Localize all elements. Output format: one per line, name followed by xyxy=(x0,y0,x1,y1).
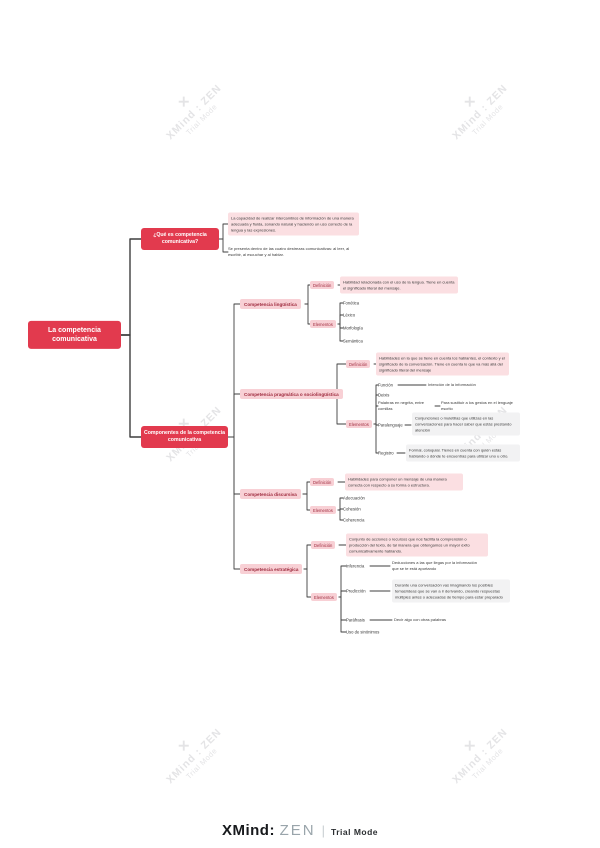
note-prediccion[interactable]: Durante una conversación vas imaginando … xyxy=(392,579,510,603)
label-prag-definicion[interactable]: Definición xyxy=(346,360,371,368)
footer-zen-label: ZEN xyxy=(279,822,316,839)
item-fonetica[interactable]: Fonética xyxy=(343,300,360,306)
topic-root[interactable]: La competencia comunicativa xyxy=(28,320,121,350)
footer-divider: | xyxy=(321,823,325,838)
label-estr-elementos[interactable]: Elementos xyxy=(311,593,337,601)
note-registro[interactable]: Formal, coloquial. Tienes en cuenta con … xyxy=(406,444,520,462)
label-disc-definicion[interactable]: Definición xyxy=(310,478,335,486)
item-cohesion[interactable]: Cohesión xyxy=(343,506,361,512)
note-palabras-negrita[interactable]: Para sustituir a los gestos en el lengua… xyxy=(441,400,513,411)
note-prag-definicion[interactable]: Habilidades en la que se tiene en cuenta… xyxy=(376,352,509,376)
note-inferencia[interactable]: Deducciones a las que llegas por la info… xyxy=(392,560,477,571)
item-adecuacion[interactable]: Adecuación xyxy=(343,495,365,501)
item-deixis[interactable]: Deixis xyxy=(378,392,390,398)
note-paralenguaje[interactable]: Conjunciones o muletillas que utilizas e… xyxy=(412,412,520,436)
footer-brand: XMind: ZEN xyxy=(221,822,316,839)
label-prag-elementos[interactable]: Elementos xyxy=(346,420,372,428)
note-funcion[interactable]: Intención de la información xyxy=(428,382,476,387)
topic-competencia-estrategica[interactable]: Competencia estratégica xyxy=(240,564,303,574)
label-estr-definicion[interactable]: Definición xyxy=(311,541,336,549)
topic-competencia-pragmatica[interactable]: Competencia pragmática o sociolingüístic… xyxy=(240,389,343,399)
item-prediccion[interactable]: Predicción xyxy=(346,588,366,594)
footer-trial-mode: Trial Mode xyxy=(331,827,379,837)
topic-que-es[interactable]: ¿Qué es competencia comunicativa? xyxy=(141,227,219,251)
label-ling-elementos[interactable]: Elementos xyxy=(310,320,336,328)
item-coherencia[interactable]: Coherencia xyxy=(343,517,365,523)
note-estr-definicion[interactable]: Conjunto de acciones o recursos que nos … xyxy=(346,533,488,557)
item-semantica[interactable]: Semántica xyxy=(343,338,363,344)
item-lexico[interactable]: Léxico xyxy=(343,312,356,318)
item-funcion[interactable]: Función xyxy=(378,382,393,388)
item-registro[interactable]: Registro xyxy=(378,450,394,456)
topic-competencia-discursiva[interactable]: Competencia discursiva xyxy=(240,489,301,499)
footer: XMind: ZEN | Trial Mode xyxy=(0,822,600,840)
label-ling-definicion[interactable]: Definición xyxy=(310,281,335,289)
note-que-es-destrezas[interactable]: Se presenta dentro de las cuatro destrez… xyxy=(228,246,350,257)
label-disc-elementos[interactable]: Elementos xyxy=(310,506,336,514)
item-morfologia[interactable]: Morfología xyxy=(343,325,363,331)
note-que-es-capacidad[interactable]: La capacidad de realizar intercambios de… xyxy=(228,212,359,236)
item-inferencia[interactable]: Inferencia xyxy=(346,563,365,569)
note-parafrasis[interactable]: Decir algo con otras palabras xyxy=(394,617,447,622)
item-uso-sinonimos[interactable]: Uso de sinónimos xyxy=(346,629,380,635)
item-parafrasis[interactable]: Paráfrasis xyxy=(346,617,365,623)
item-palabras-negrita[interactable]: Palabras en negrita, entre comillas xyxy=(378,400,425,411)
note-ling-definicion[interactable]: Habilidad relacionada con el uso de la l… xyxy=(340,276,458,294)
note-disc-definicion[interactable]: Habilidades para componer un mensaje de … xyxy=(345,473,463,491)
item-paralenguaje[interactable]: Paralenguaje xyxy=(378,422,403,428)
topic-componentes[interactable]: Componentes de la competencia comunicati… xyxy=(141,425,228,449)
topic-competencia-linguistica[interactable]: Competencia lingüística xyxy=(240,299,301,309)
